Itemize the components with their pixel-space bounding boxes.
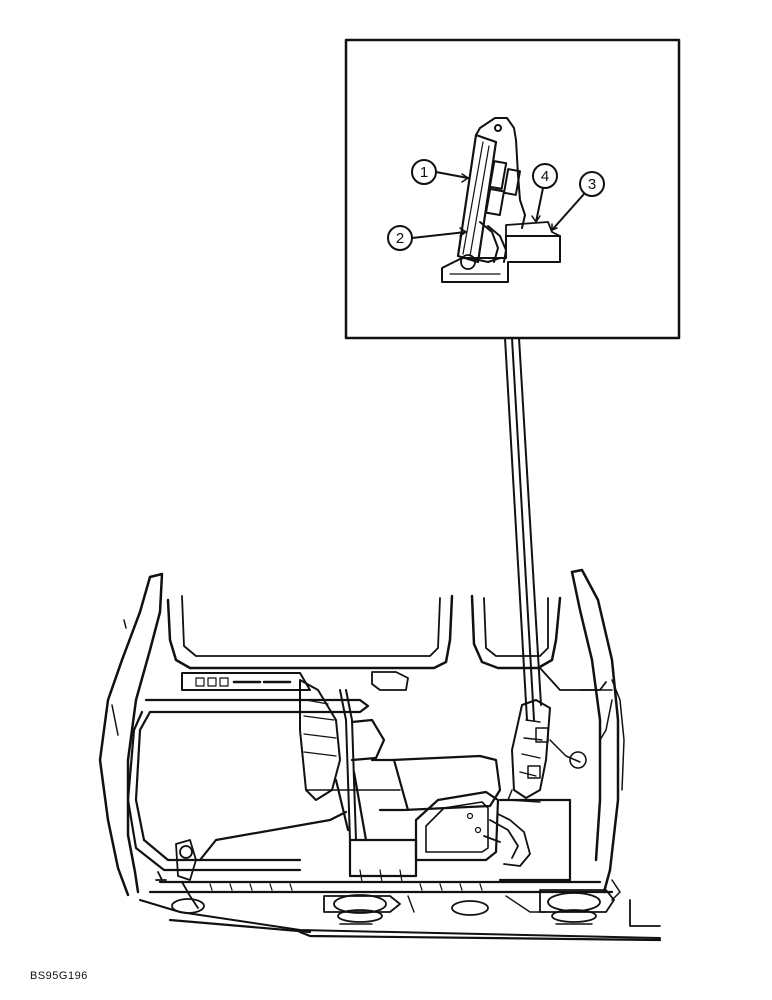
callout-3-label: 3 <box>588 176 596 193</box>
callout-2: 2 <box>387 225 467 251</box>
cab-mount-left <box>155 839 205 914</box>
callout-2-label: 2 <box>396 230 404 247</box>
cab-mount-center <box>323 894 489 925</box>
cab-floor-base <box>139 798 662 942</box>
control-module <box>456 133 498 270</box>
cab-door-frame <box>126 698 370 872</box>
instrument-panel <box>181 671 409 691</box>
mounted-controller <box>507 699 587 803</box>
control-lever <box>299 679 357 841</box>
callout-1: 1 <box>411 159 469 185</box>
wiring-harness <box>483 813 531 867</box>
cab-mount-right <box>505 889 615 925</box>
cab-illustration <box>98 568 662 942</box>
figure-code: BS95G196 <box>30 970 88 982</box>
callout-4-label: 4 <box>541 168 549 185</box>
operator-seat <box>305 718 502 842</box>
cab-outer-frame <box>98 568 625 897</box>
callout-1-label: 1 <box>420 164 428 181</box>
harness-connectors <box>469 160 521 263</box>
controller-bracket <box>441 117 561 283</box>
side-console <box>414 790 500 862</box>
detail-leader-lines <box>504 337 542 721</box>
base-hardware-details <box>209 869 483 891</box>
callout-4: 4 <box>531 163 558 223</box>
detail-inset: 1 2 3 4 <box>344 38 681 721</box>
callout-3: 3 <box>551 171 605 231</box>
detail-frame <box>344 38 681 340</box>
